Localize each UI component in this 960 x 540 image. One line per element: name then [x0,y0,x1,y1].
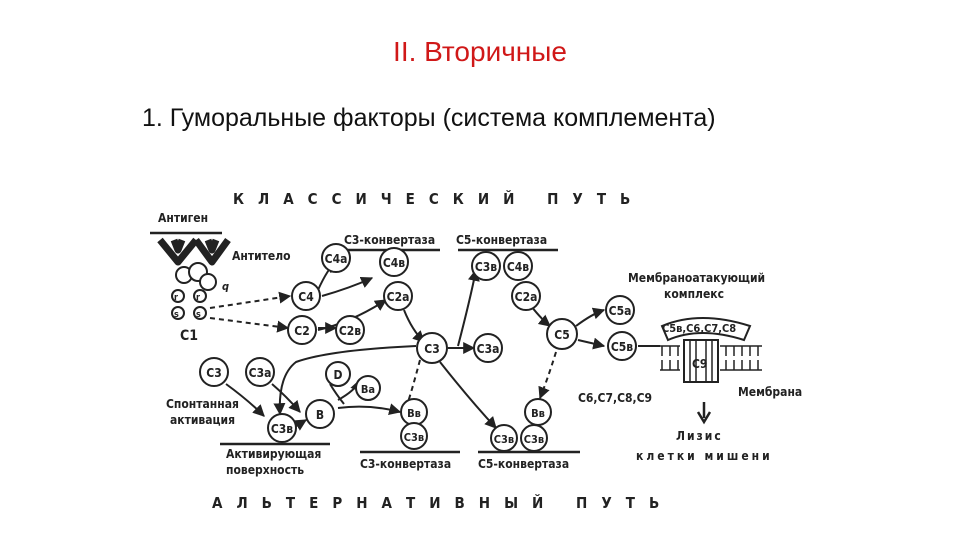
svg-text:С5в: С5в [611,340,633,354]
node-c4: С4 [291,281,321,311]
svg-text:С3а: С3а [477,342,500,356]
node-bb-c5conv: Вв [524,398,552,426]
node-c4a: С4а [321,243,351,273]
lysis-label-1: Лизис [676,429,723,443]
c1-sub-s1: s [174,310,179,320]
svg-text:С3: С3 [206,366,221,380]
mac-label-2: комплекс [664,287,724,301]
c1-sub-q: q [222,280,229,293]
mac-components-label: С5в,С6,С7,С8 [662,322,736,335]
activating-label-1: Активирующая [226,447,321,461]
node-c2b: С2в [335,315,365,345]
svg-text:С2а: С2а [515,290,538,304]
pathway-edges [209,261,660,431]
node-c3b-c3conv: С3в [400,422,428,450]
svg-text:С3в: С3в [404,431,424,444]
node-c3b-c5conv-a: С3в [490,424,518,452]
antigen-label: Антиген [158,211,208,225]
antibody-shapes [157,237,231,320]
c3-convertase-bottom-label: С3-конвертаза [360,457,451,471]
node-c3b-c5conv: С3в [471,251,501,281]
c9-label: С9 [692,357,707,371]
node-c4b-top: С4в [379,247,409,277]
c1-sub-r2: r [196,293,200,303]
c5-convertase-bottom-label: С5-конвертаза [478,457,569,471]
c1-sub-r1: r [174,293,178,303]
mac-label-1: Мембраноатакующий [628,271,765,285]
svg-text:С5а: С5а [609,304,632,318]
node-c3a-spont: С3а [245,357,275,387]
svg-text:С2: С2 [294,324,309,338]
node-c3: С3 [416,332,448,364]
svg-text:В: В [316,408,324,422]
svg-text:С5: С5 [554,328,569,342]
activating-label-2: поверхность [226,463,304,477]
svg-text:Ва: Ва [361,383,375,396]
c1-sub-s2: s [196,310,201,320]
svg-text:Вв: Вв [407,407,421,420]
svg-text:С2в: С2в [339,324,361,338]
node-ba: Ва [355,375,381,401]
slide-title: II. Вторичные [393,36,567,67]
lysis-arrow [696,402,712,425]
node-bb-c3conv: Вв [400,398,428,426]
svg-text:С3в: С3в [494,433,514,446]
antibody-label: Антитело [232,249,291,263]
svg-text:С3в: С3в [524,433,544,446]
svg-text:С4: С4 [298,290,314,304]
spontaneous-label-1: Спонтанная [166,397,239,411]
svg-text:С3в: С3в [475,260,497,274]
node-c2a-top: С2а [383,281,413,311]
node-c3a: С3а [473,333,503,363]
c6789-label: С6,С7,С8,С9 [578,391,652,405]
node-c5a: С5а [605,295,635,325]
mac-complex-shape [660,317,752,342]
node-b: В [305,399,335,429]
node-c4b-c5conv: С4в [503,251,533,281]
svg-text:D: D [334,368,343,382]
spontaneous-label-2: активация [170,413,235,427]
node-c3-spont: С3 [199,357,229,387]
c5-convertase-top-label: С5-конвертаза [456,233,547,247]
c3-convertase-top-label: С3-конвертаза [344,233,435,247]
svg-text:С3: С3 [424,342,439,356]
node-c3b-c5conv-b: С3в [520,424,548,452]
c9-pore [683,339,719,383]
svg-text:С4в: С4в [383,256,405,270]
node-c3b-activating: С3в [267,413,297,443]
alternative-path-label: АЛЬТЕРНАТИВНЫЙ ПУТЬ [212,493,673,512]
svg-text:С2а: С2а [387,290,410,304]
membrane-label: Мембрана [738,385,802,399]
node-d: D [325,361,351,387]
node-c5b: С5в [607,331,637,361]
svg-text:С3в: С3в [271,422,293,436]
svg-text:С4а: С4а [325,252,348,266]
lysis-label-2: клетки мишени [636,449,773,463]
svg-text:Вв: Вв [531,407,545,420]
membrane-lipids [660,345,762,371]
node-c2a-right: С2а [511,281,541,311]
classical-path-label: КЛАССИЧЕСКИЙ ПУТЬ [233,189,644,208]
svg-text:С3а: С3а [249,366,272,380]
svg-text:С4в: С4в [507,260,529,274]
slide-subtitle: 1. Гуморальные факторы (система комплеме… [142,104,716,132]
c1-label: С1 [180,328,198,344]
node-c5: С5 [546,318,578,350]
node-c2: С2 [287,315,317,345]
